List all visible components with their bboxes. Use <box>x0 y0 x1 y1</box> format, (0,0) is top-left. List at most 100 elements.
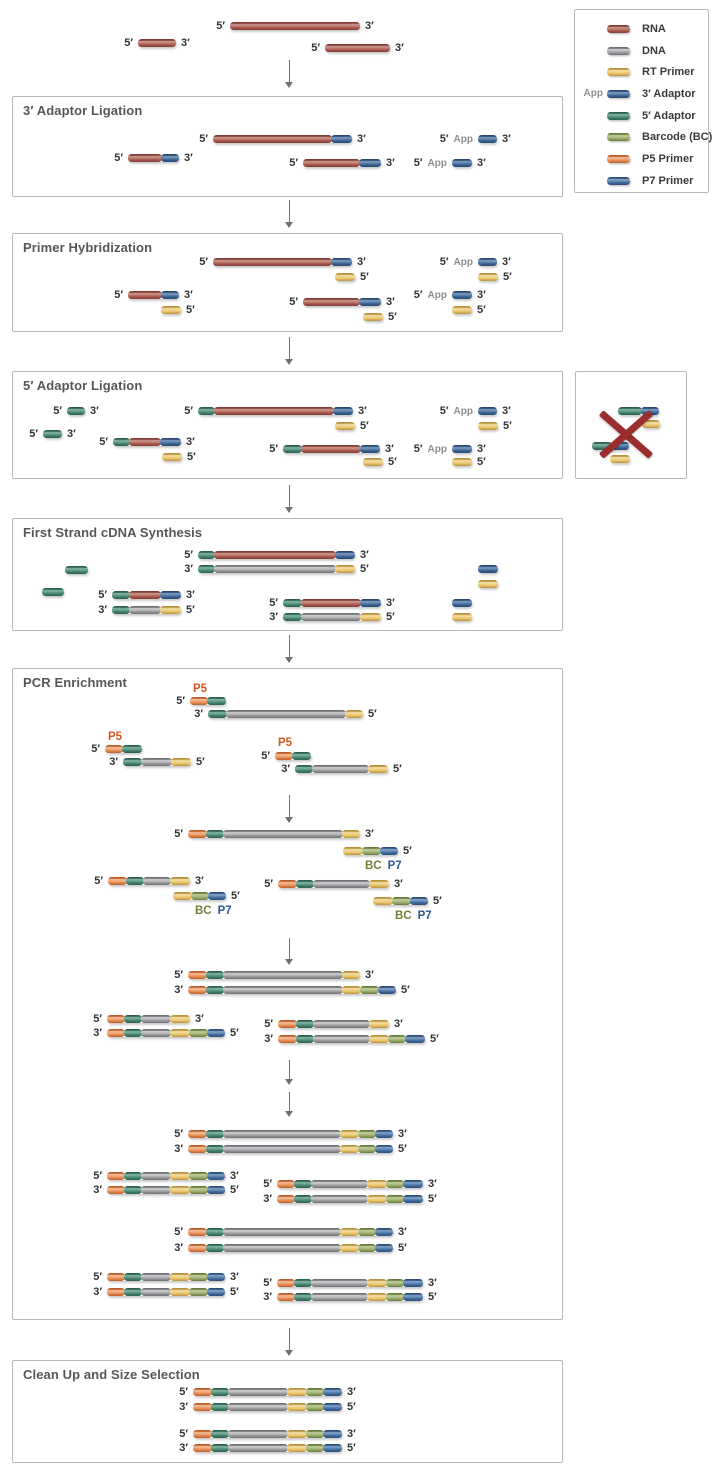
end-label-right: 3′ <box>386 296 395 308</box>
end-label: 5′ <box>289 157 298 169</box>
rt-segment <box>367 1180 387 1188</box>
rt-segment <box>335 565 355 573</box>
end-label-right: 5′ <box>401 984 410 996</box>
rt-segment <box>162 453 182 461</box>
p5-segment <box>107 1273 125 1281</box>
legend-item: RT Primer <box>579 66 695 78</box>
rna-segment <box>303 159 360 167</box>
end-label: 5′ <box>174 969 183 981</box>
rt-segment <box>342 986 361 994</box>
end-label-left: 3′ <box>174 1242 183 1254</box>
app-label: App <box>427 290 447 301</box>
end-label-right: 5′ <box>388 311 397 323</box>
bc-segment <box>388 1035 406 1043</box>
molecule: 3′5′ <box>194 708 377 720</box>
legend-label: Barcode (BC) <box>642 130 713 143</box>
rt-segment <box>642 420 660 428</box>
molecule: 5′3′ <box>179 1386 356 1398</box>
rna-segment <box>129 591 161 599</box>
end-label: 5′ <box>263 1178 272 1190</box>
rt-segment <box>170 1288 190 1296</box>
rt-segment <box>369 1020 389 1028</box>
molecule: 5′ <box>478 271 512 283</box>
end-label: 5′ <box>91 743 100 755</box>
end-label: 5′ <box>289 296 298 308</box>
end-label-right: 3′ <box>357 133 366 145</box>
rt-segment <box>287 1388 307 1396</box>
a5-segment <box>295 765 313 773</box>
rt-segment <box>367 1195 387 1203</box>
end-label-left: 3′ <box>179 1401 188 1413</box>
molecule: 5′3′ <box>174 1226 407 1238</box>
molecule: 5′ <box>335 271 369 283</box>
molecule: 5′3′ <box>53 405 99 417</box>
flow-arrow <box>285 1092 294 1117</box>
molecule <box>452 599 472 607</box>
end-label-right: 3′ <box>502 133 511 145</box>
end-label-left: 5′ <box>174 1226 183 1238</box>
end-label-right: 5′ <box>503 271 512 283</box>
legend-label: P5 Primer <box>642 152 694 165</box>
rt-segment <box>342 830 360 838</box>
a3-segment <box>160 591 181 599</box>
legend-item: DNA <box>579 45 666 57</box>
end-label: 5′ <box>98 589 107 601</box>
arrow-down-icon <box>285 1111 293 1117</box>
end-label-right: 3′ <box>230 1271 239 1283</box>
end-label-right: 3′ <box>394 1018 403 1030</box>
end-label-right: 3′ <box>502 405 511 417</box>
rt-segment <box>369 880 389 888</box>
end-label-right: 5′ <box>388 456 397 468</box>
end-label: 5′ <box>184 405 193 417</box>
molecule: 5′ <box>363 311 397 323</box>
p5-segment <box>188 986 207 994</box>
end-label-right: 3′ <box>358 405 367 417</box>
molecule: 5′3′ <box>94 875 204 887</box>
rt-segment <box>335 273 355 281</box>
app-label: App <box>427 444 447 455</box>
end-label: 3′ <box>179 1442 188 1454</box>
end-label: 5′ <box>413 157 423 169</box>
section-title: 3′ Adaptor Ligation <box>23 103 143 118</box>
p5-segment <box>275 752 293 760</box>
molecule: 5′ 3′ <box>184 405 367 417</box>
rt-segment <box>170 1186 190 1194</box>
p7-segment <box>207 1172 225 1180</box>
rt-segment <box>452 458 472 466</box>
end-label-left: 3′ <box>179 1442 188 1454</box>
annotation-label: P5 <box>108 731 122 743</box>
end-label-right: 3′ <box>365 828 374 840</box>
molecule: 5′3′ <box>263 1178 437 1190</box>
rt-segment <box>160 606 181 614</box>
rna-segment <box>213 258 332 266</box>
end-label: 5′ <box>439 133 449 145</box>
p7-segment <box>403 1279 423 1287</box>
a5-legend-chip <box>607 111 630 120</box>
dna-segment <box>311 1279 368 1287</box>
end-label-left: 5′ <box>114 289 123 301</box>
end-label-right: 3′ <box>195 1013 204 1025</box>
end-label: 3′ <box>263 1291 272 1303</box>
legend-item: P5 Primer <box>579 152 694 165</box>
end-label: 5′ <box>199 133 208 145</box>
end-label-right: 5′ <box>393 763 402 775</box>
dna-segment <box>228 1388 288 1396</box>
p7-label: P7 <box>417 910 432 922</box>
molecule: 3′5′ <box>184 563 369 575</box>
rt-segment <box>342 971 360 979</box>
legend-item: P7 Primer <box>579 175 693 187</box>
molecule: 3′5′ <box>174 1242 407 1254</box>
end-label-left: 5′ <box>264 1018 273 1030</box>
dna-segment <box>141 758 172 766</box>
p5-segment <box>188 971 207 979</box>
section-title: Clean Up and Size Selection <box>23 1367 200 1382</box>
dna-segment <box>226 710 346 718</box>
end-label: 3′ <box>174 1242 183 1254</box>
end-label: 5′ <box>93 1170 102 1182</box>
end-label-left: 5′App <box>414 443 447 455</box>
molecule: 5′3′ <box>99 436 195 448</box>
end-label-right: 5′ <box>433 895 442 907</box>
